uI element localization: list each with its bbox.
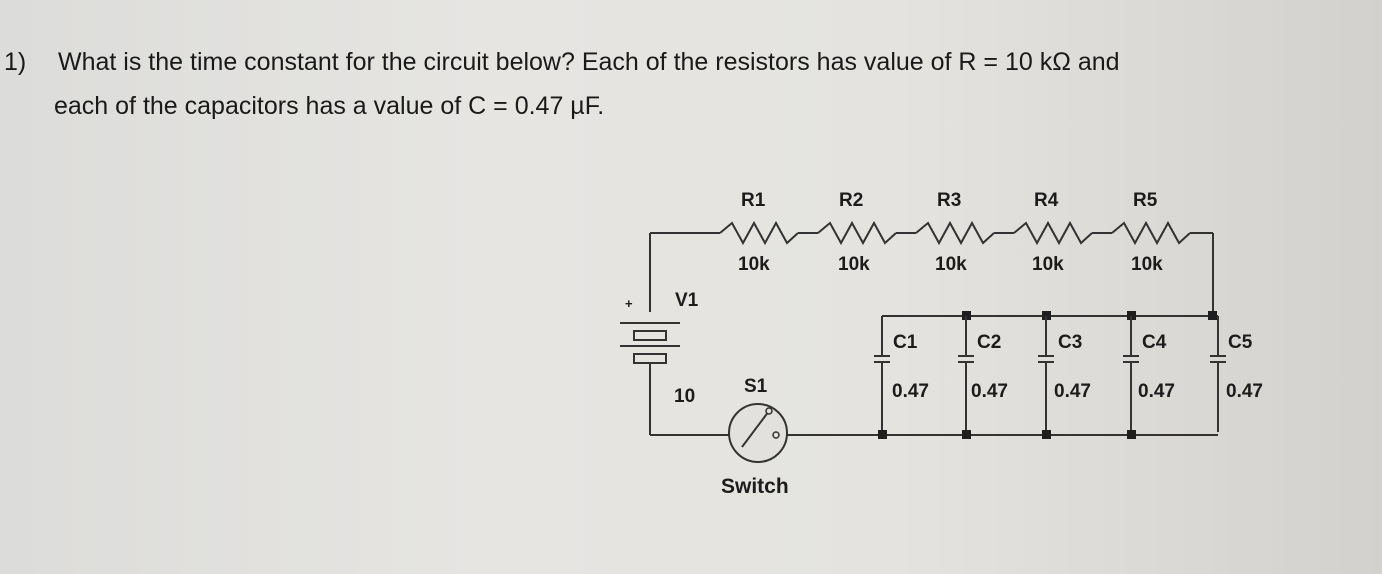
battery-value-label: 10: [674, 386, 695, 407]
r3-value-label: 10k: [935, 254, 967, 275]
resistor-r3: R3 10k: [915, 190, 995, 275]
r1-name-label: R1: [741, 190, 766, 211]
c3-value-label: 0.47: [1054, 381, 1091, 402]
battery-name-label: V1: [675, 290, 699, 311]
node-bottom-4: [1127, 430, 1136, 439]
resistor-r4: R4 10k: [1013, 190, 1093, 275]
question-number: 1): [4, 48, 27, 76]
capacitor-c1: C1 0.47: [874, 316, 929, 432]
r2-name-label: R2: [839, 190, 863, 211]
resistor-r2: R2 10k: [817, 190, 897, 275]
r5-value-label: 10k: [1131, 254, 1163, 275]
c2-value-label: 0.47: [971, 381, 1008, 402]
c1-name-label: C1: [893, 332, 918, 353]
question-text-line-2: each of the capacitors has a value of C …: [54, 92, 605, 120]
c1-value-label: 0.47: [892, 381, 929, 402]
node-bottom-3: [1042, 430, 1051, 439]
r5-name-label: R5: [1133, 190, 1158, 211]
node-bottom-1: [878, 430, 887, 439]
node-bottom-2: [962, 430, 971, 439]
switch-type-label: Switch: [721, 475, 789, 498]
c3-name-label: C3: [1058, 332, 1082, 353]
question-line-2: each of the capacitors has a value of C …: [0, 84, 1320, 128]
battery-polarity-label: +: [625, 296, 633, 311]
capacitor-c5: C5 0.47: [1210, 316, 1263, 432]
r2-value-label: 10k: [838, 254, 870, 275]
question-text-line-1: What is the time constant for the circui…: [58, 48, 1120, 76]
r1-value-label: 10k: [738, 254, 770, 275]
r4-name-label: R4: [1034, 190, 1059, 211]
resistor-r5: R5 10k: [1111, 190, 1191, 275]
c4-value-label: 0.47: [1138, 381, 1175, 402]
battery-v1: + V1 10: [620, 233, 699, 435]
node-2: [962, 311, 971, 320]
node-5: [1208, 311, 1217, 320]
c5-name-label: C5: [1228, 332, 1253, 353]
c5-value-label: 0.47: [1226, 381, 1263, 402]
r4-value-label: 10k: [1032, 254, 1064, 275]
c4-name-label: C4: [1142, 332, 1167, 353]
switch-name-label: S1: [744, 376, 768, 397]
capacitor-c2: C2 0.47: [958, 316, 1008, 432]
node-4: [1127, 311, 1136, 320]
capacitor-c3: C3 0.47: [1038, 316, 1091, 432]
question-block: 1) What is the time constant for the circ…: [0, 40, 1320, 128]
resistor-r1: R1 10k: [719, 190, 799, 275]
capacitor-c4: C4 0.47: [1123, 316, 1175, 432]
r3-name-label: R3: [937, 190, 961, 211]
c2-name-label: C2: [977, 332, 1001, 353]
question-line-1: 1) What is the time constant for the circ…: [0, 40, 1320, 84]
switch-s1: S1 Switch: [721, 376, 789, 498]
node-3: [1042, 311, 1051, 320]
